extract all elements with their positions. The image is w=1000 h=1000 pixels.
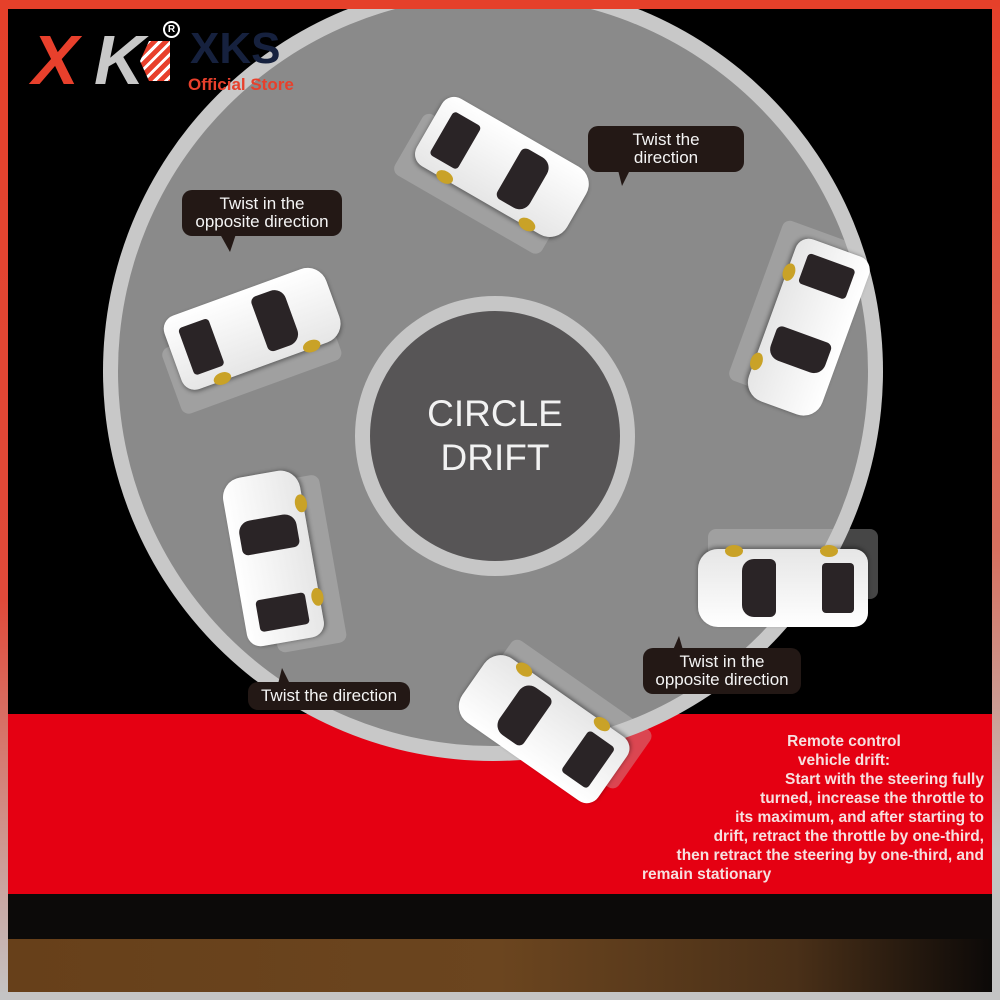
center-label: CIRCLE DRIFT xyxy=(370,311,620,561)
instructions-line: then retract the steering by one-third, … xyxy=(676,847,984,864)
logo-k-letter: K xyxy=(94,21,145,99)
canvas: CIRCLE DRIFT xyxy=(8,9,992,992)
center-label-line1: CIRCLE xyxy=(427,392,563,434)
speech-bubble-top-left: Twist in the opposite direction xyxy=(182,190,342,252)
center-label-line2: DRIFT xyxy=(440,437,550,478)
instructions-line: remain stationary xyxy=(642,866,772,883)
frame-border-bottom xyxy=(0,992,1000,1000)
brown-band xyxy=(8,939,992,992)
brand-subtitle: Official Store xyxy=(188,75,294,94)
logo-x-letter: X xyxy=(32,21,79,99)
dark-band xyxy=(8,894,992,939)
frame-border-right xyxy=(992,0,1000,1000)
instructions-title-line1: Remote control xyxy=(787,733,901,750)
registered-trademark-icon: R xyxy=(163,21,180,38)
car-icon xyxy=(698,529,878,627)
instructions-line: Start with the steering fully xyxy=(785,771,984,788)
brand-logo: X K xyxy=(32,21,172,99)
brand-name: XKS xyxy=(190,24,281,73)
speech-bubble-bottom-right: Twist in the opposite direction xyxy=(643,636,801,694)
frame-border-top xyxy=(0,0,1000,9)
frame-border-left xyxy=(0,0,8,1000)
instructions-line: drift, retract the throttle by one-third… xyxy=(713,828,984,845)
instructions-title-line2: vehicle drift: xyxy=(797,752,891,769)
speech-bubble-top-right: Twist the direction xyxy=(588,126,744,186)
speech-bubble-bottom-left: Twist the direction xyxy=(248,668,410,710)
instructions-line: turned, increase the throttle to xyxy=(760,790,984,807)
drift-instructions: Remote control vehicle drift: Start with… xyxy=(624,732,984,884)
instructions-line: its maximum, and after starting to xyxy=(735,809,984,826)
